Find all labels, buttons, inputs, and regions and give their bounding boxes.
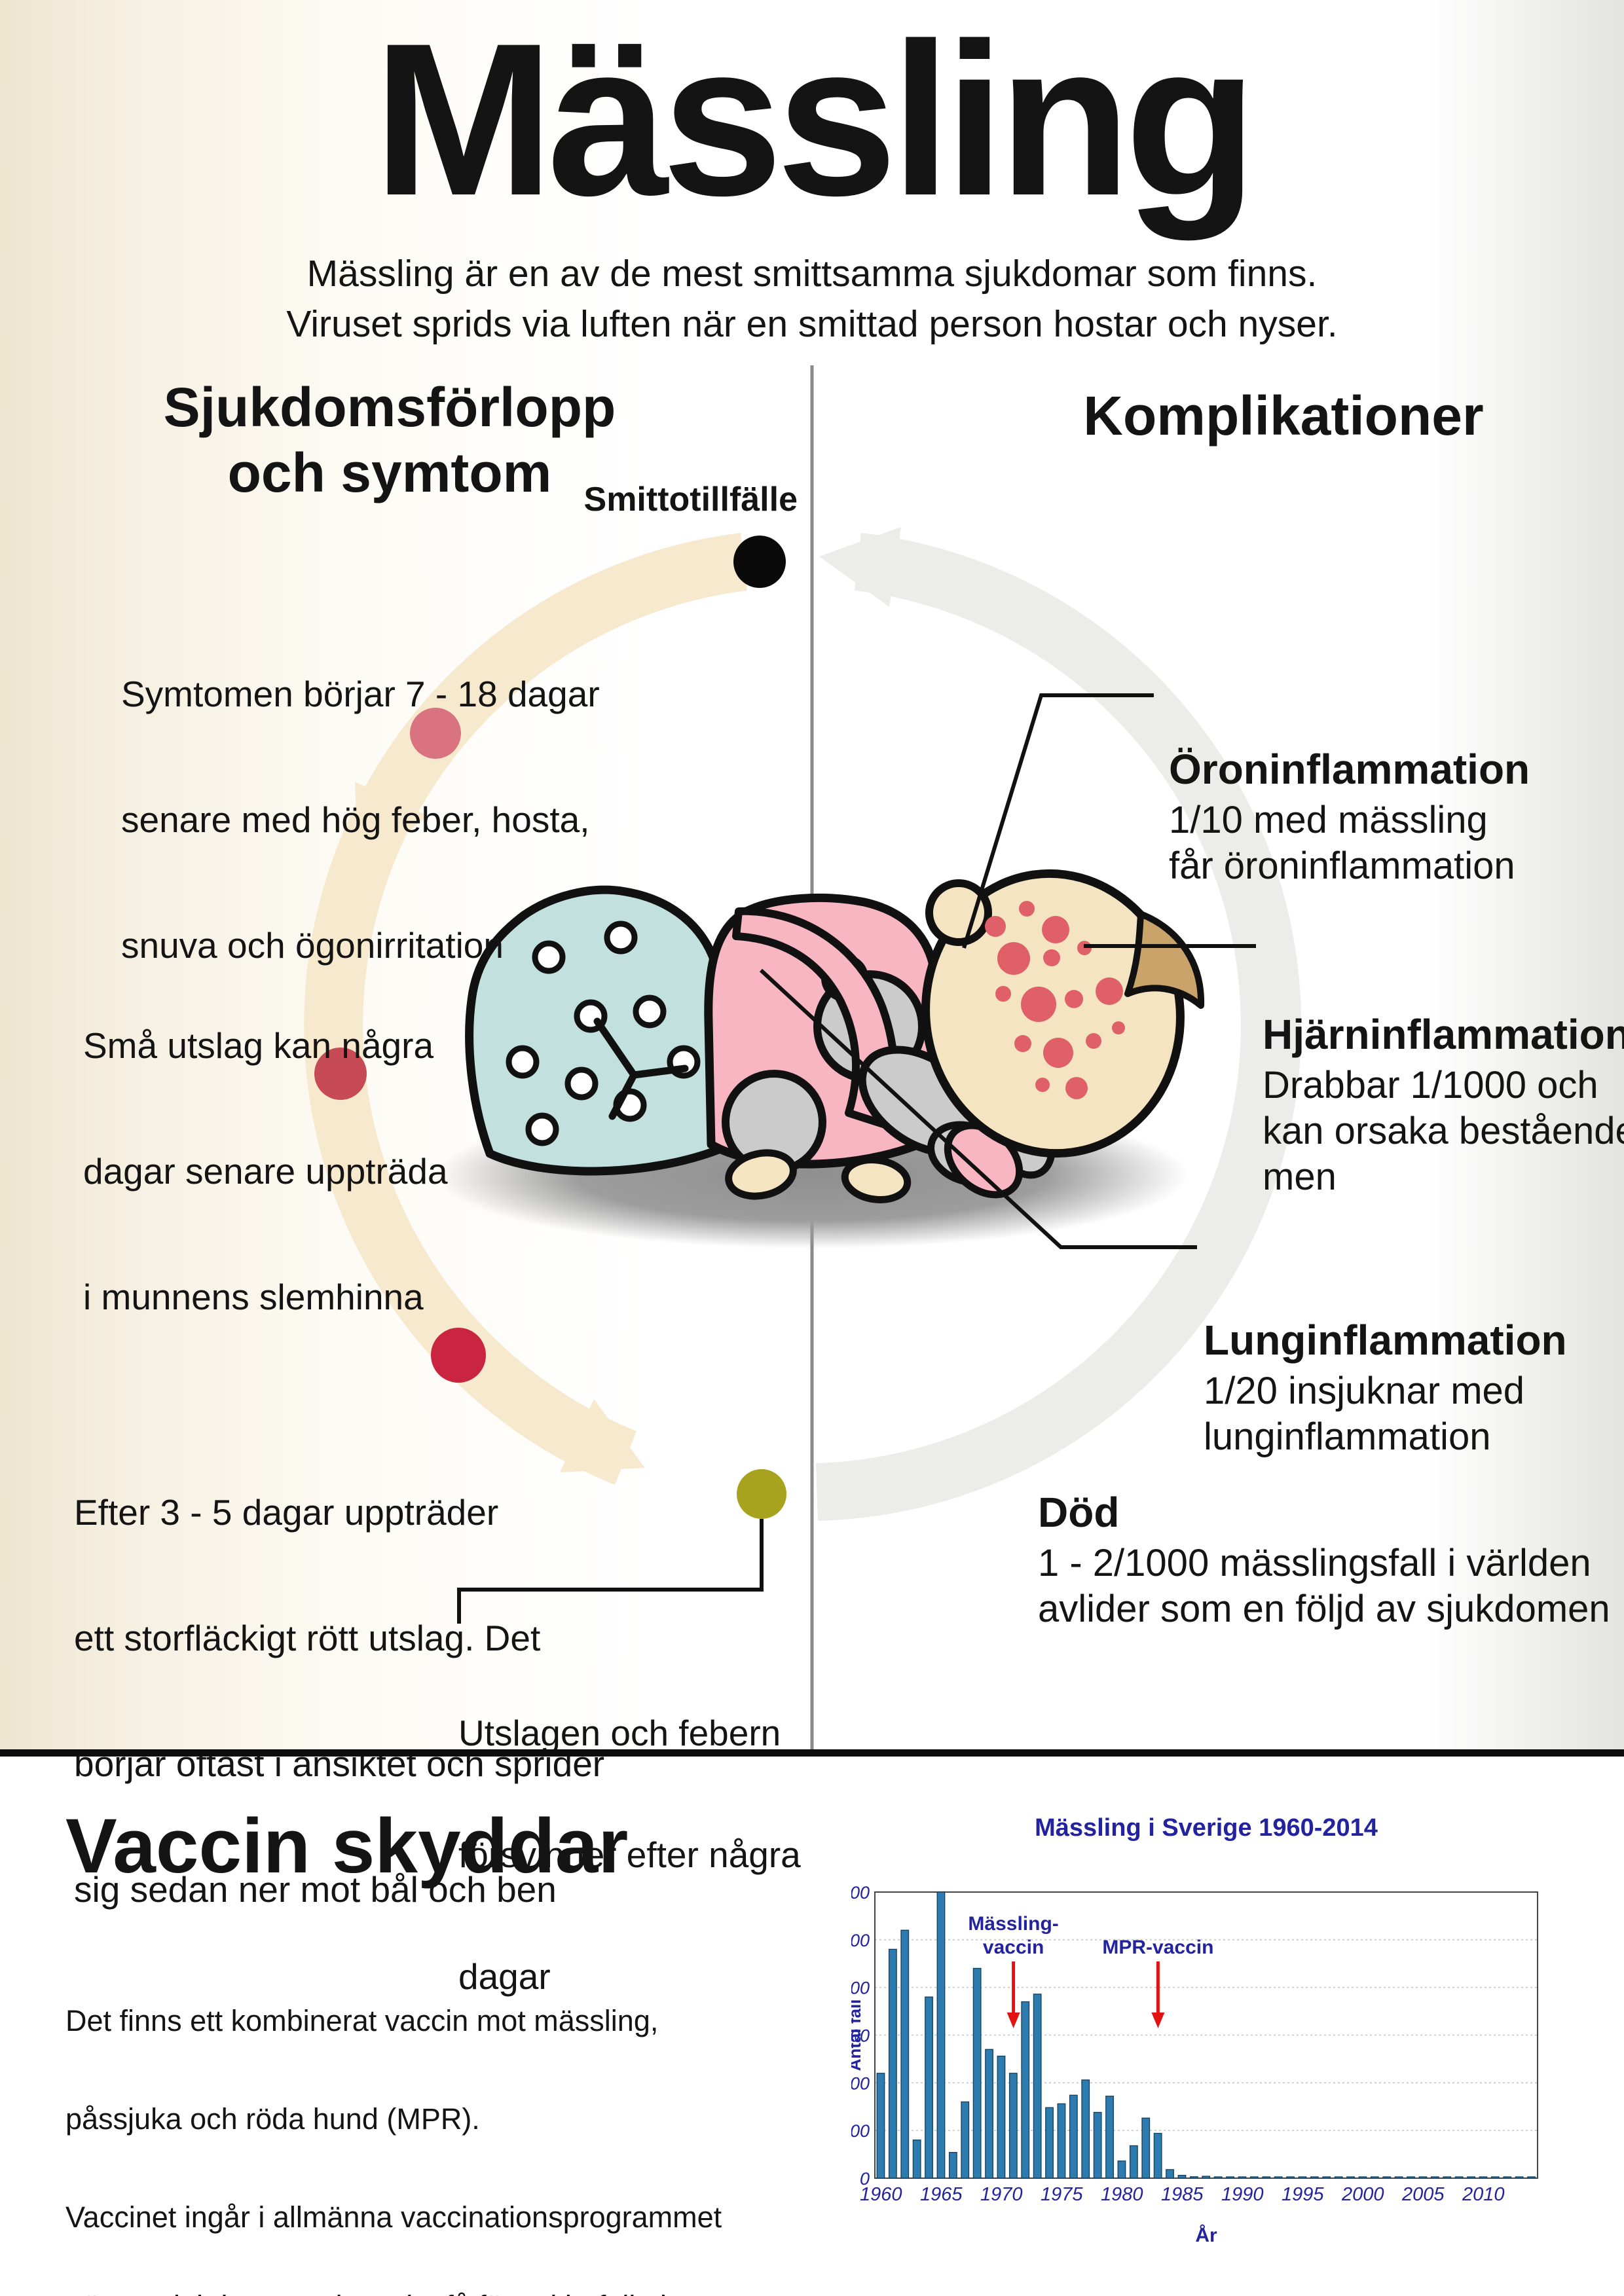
annotation-lines — [457, 693, 1256, 1624]
dot-infection — [733, 536, 786, 588]
svg-text:2010: 2010 — [1462, 2184, 1505, 2205]
step-symptoms-text: Symtomen börjar 7 - 18 dagar senare med … — [121, 674, 600, 966]
svg-text:1985: 1985 — [1161, 2184, 1204, 2205]
svg-text:2000: 2000 — [1341, 2184, 1384, 2205]
svg-text:0: 0 — [860, 2169, 870, 2189]
svg-text:1970: 1970 — [980, 2184, 1023, 2205]
svg-text:1995: 1995 — [1282, 2184, 1324, 2205]
ear-annotation-line — [962, 693, 1154, 949]
ring-arrowhead — [355, 782, 428, 870]
vaccine-footer-text: För att sjukdomarna inte ska få fäste i … — [65, 2225, 732, 2296]
rash-end-annotation-line — [457, 1519, 764, 1624]
subtitle-line: Viruset sprids via luften när en smittad… — [286, 303, 1338, 345]
child-ear — [925, 879, 992, 946]
svg-text:25000: 25000 — [851, 1931, 870, 1950]
dot-symptoms — [410, 708, 461, 759]
dot-mouth-rash — [314, 1048, 367, 1100]
right-column-heading: Komplikationer — [1083, 385, 1484, 446]
svg-text:2005: 2005 — [1401, 2184, 1445, 2205]
vaccine-heading: Vaccin skyddar — [65, 1803, 629, 1889]
step-recovery-text: Utslagen och febern försvinner efter någ… — [458, 1713, 801, 1997]
svg-text:Mässling-: Mässling- — [968, 1913, 1058, 1935]
left-column-heading: Sjukdomsförlopp och symtom — [163, 376, 616, 503]
section-divider — [0, 1749, 1624, 1757]
page-title: Mässling — [373, 0, 1258, 241]
svg-text:MPR-vaccin: MPR-vaccin — [1102, 1937, 1213, 1958]
background-gradient-right — [1428, 0, 1624, 1757]
dot-recovery — [737, 1469, 786, 1519]
vaccine-body-text: Det finns ett kombinerat vaccin mot mäss… — [65, 2004, 722, 2234]
svg-text:1980: 1980 — [1101, 2184, 1143, 2205]
infection-label: Smittotillfälle — [583, 481, 798, 519]
svg-text:1965: 1965 — [920, 2184, 963, 2205]
svg-text:5000: 5000 — [851, 2121, 870, 2141]
svg-text:År: År — [1195, 2225, 1217, 2246]
cycle-ring — [304, 527, 1302, 1521]
svg-text:Antal fall: Antal fall — [851, 1999, 864, 2071]
lung-annotation-line — [759, 968, 1197, 1249]
step-mouth-rash-text: Små utslag kan några dagar senare uppträ… — [83, 1025, 448, 1317]
svg-text:1960: 1960 — [860, 2184, 902, 2205]
ring-arrowhead — [560, 1399, 645, 1472]
sick-child-illustration — [435, 869, 1205, 1248]
svg-text:vaccin: vaccin — [983, 1937, 1044, 1958]
measles-spots — [985, 901, 1125, 1099]
blanket-crease — [593, 1017, 689, 1120]
cycle-dots — [314, 536, 786, 1519]
child-foot — [725, 1149, 797, 1200]
svg-text:1975: 1975 — [1041, 2184, 1083, 2205]
svg-text:30000: 30000 — [851, 1883, 870, 1903]
ring-arrowhead — [819, 527, 901, 607]
dot-body-rash — [431, 1328, 486, 1383]
svg-text:1990: 1990 — [1221, 2184, 1264, 2205]
child-foot — [841, 1156, 912, 1203]
svg-text:20000: 20000 — [851, 1978, 870, 1998]
svg-text:10000: 10000 — [851, 2073, 870, 2093]
subtitle-line: Mässling är en av de mest smittsamma sju… — [306, 253, 1318, 295]
svg-text:Mässling i Sverige 1960-2014: Mässling i Sverige 1960-2014 — [1035, 1814, 1378, 1842]
epidemiology-chart: 0500010000150002000025000300001960196519… — [820, 1804, 1591, 2291]
